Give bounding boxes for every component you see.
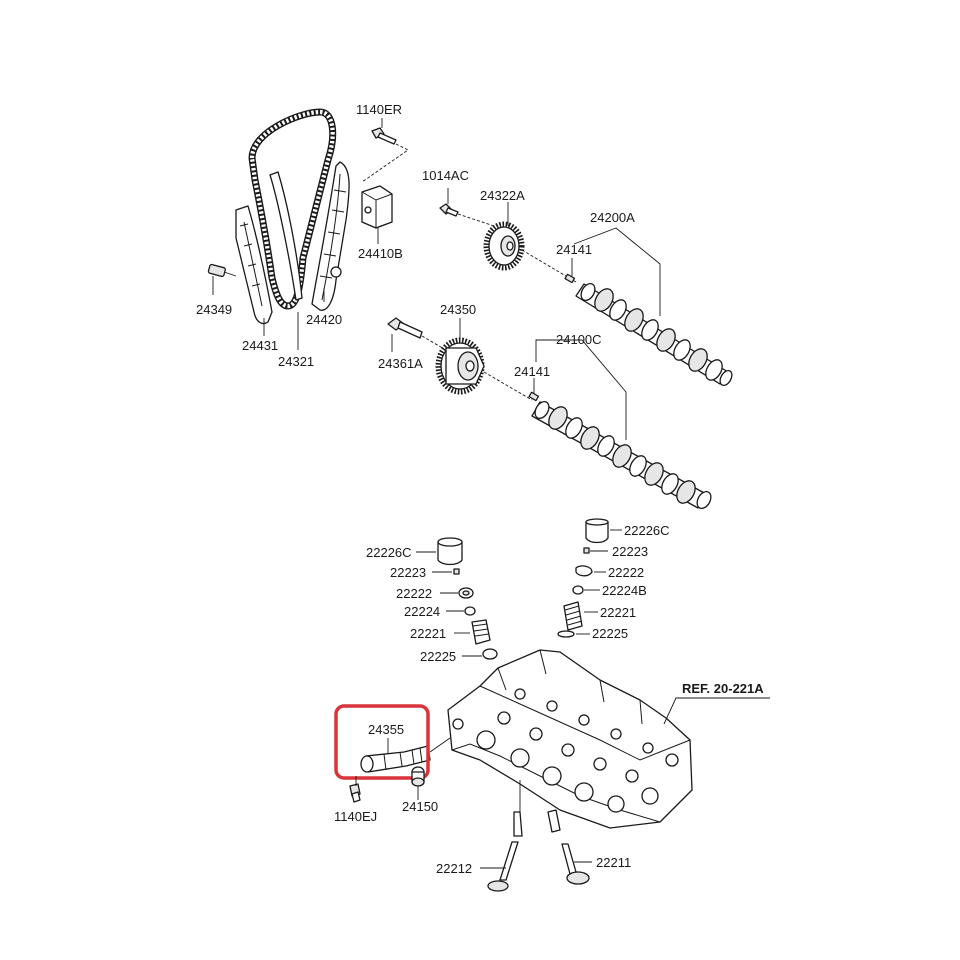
- cylinder-head: [447, 649, 770, 829]
- valve-seal-right: [572, 585, 584, 595]
- oil-control-valve: [360, 737, 451, 773]
- valvetrain-right: [557, 518, 622, 638]
- label-24141-lower: 24141: [514, 364, 550, 379]
- label-22223-right: 22223: [612, 544, 648, 559]
- pivot-bolt: [207, 263, 226, 278]
- valve-spring-left: [471, 619, 491, 645]
- label-22222-left: 22222: [396, 586, 432, 601]
- label-24200A: 24200A: [590, 210, 635, 225]
- spring-seat-right: [557, 630, 575, 638]
- label-24321: 24321: [278, 354, 314, 369]
- label-24355: 24355: [368, 722, 404, 737]
- highlight-box: [334, 704, 430, 780]
- camshaft-lower: [531, 400, 712, 510]
- sprocket-bolt: [387, 317, 423, 339]
- intake-valve: [547, 809, 590, 885]
- valve-spring-right: [563, 601, 583, 631]
- camshaft-lower-assembly: [387, 317, 712, 510]
- camshaft-upper-assembly: [439, 188, 733, 387]
- label-22226C-right: 22226C: [624, 523, 670, 538]
- label-22226C-left: 22226C: [366, 545, 412, 560]
- label-22212: 22212: [436, 861, 472, 876]
- timing-chain-assembly: [207, 108, 409, 350]
- chain-guide: [269, 171, 303, 301]
- spring-seat-left: [482, 648, 498, 660]
- label-24431: 24431: [242, 338, 278, 353]
- valvetrain-left: [416, 537, 498, 660]
- camshaft-upper: [575, 282, 733, 387]
- label-22224: 22224: [404, 604, 440, 619]
- label-22225-left: 22225: [420, 649, 456, 664]
- oil-filter-screen: [411, 766, 425, 787]
- label-1014AC: 1014AC: [422, 168, 469, 183]
- label-22223-left: 22223: [390, 565, 426, 580]
- camshaft-sprocket-upper: [483, 221, 525, 271]
- label-ref-20-221A: REF. 20-221A: [682, 681, 764, 696]
- label-24350: 24350: [440, 302, 476, 317]
- valve-lifter-right: [585, 521, 609, 544]
- valve-keeper-left: [453, 568, 460, 575]
- chain-tensioner: [361, 185, 393, 229]
- retainer-right: [575, 565, 593, 577]
- dowel-pin-upper: [564, 273, 576, 284]
- label-24410B: 24410B: [358, 246, 403, 261]
- label-24322A: 24322A: [480, 188, 525, 203]
- label-24100C: 24100C: [556, 332, 602, 347]
- label-22222-right: 22222: [608, 565, 644, 580]
- valve-keeper-right: [583, 547, 590, 554]
- label-22224B: 22224B: [602, 583, 647, 598]
- label-22221-right: 22221: [600, 605, 636, 620]
- label-22211: 22211: [596, 855, 631, 870]
- bolt-1140ej: [349, 783, 361, 803]
- label-24141-upper: 24141: [556, 242, 592, 257]
- bolt-1140er: [371, 127, 397, 145]
- label-24150: 24150: [402, 799, 438, 814]
- exhaust-valve: [487, 811, 523, 892]
- label-1140EJ: 1140EJ: [334, 809, 377, 824]
- valve-seal-left: [464, 606, 476, 616]
- label-24361A: 24361A: [378, 356, 423, 371]
- valve-lifter-left: [437, 541, 463, 566]
- dowel-pin-lower: [528, 391, 540, 402]
- label-22225-right: 22225: [592, 626, 628, 641]
- camshaft-sprocket-lower: [435, 337, 485, 395]
- chain-guide-right: [311, 161, 350, 311]
- label-24420: 24420: [306, 312, 342, 327]
- label-1140ER: 1140ER: [356, 102, 402, 117]
- label-24349: 24349: [196, 302, 232, 317]
- label-22221-left: 22221: [410, 626, 446, 641]
